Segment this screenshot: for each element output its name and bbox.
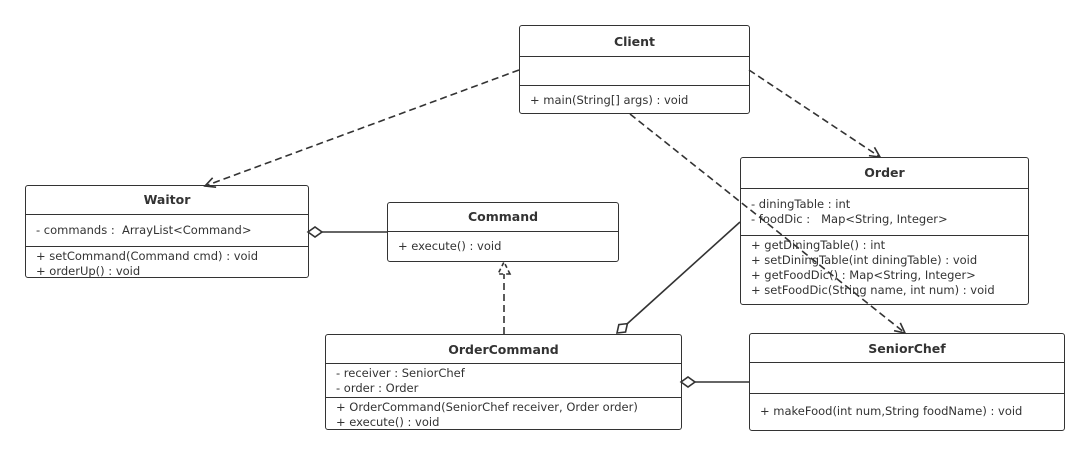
method: + setCommand(Command cmd) : void bbox=[36, 249, 259, 263]
class-name: Order bbox=[741, 158, 1028, 189]
methods-compartment: + getDiningTable() : int+ setDiningTable… bbox=[741, 234, 1028, 304]
method: + execute() : void bbox=[336, 415, 440, 429]
class-ordercommand[interactable]: OrderCommand- receiver : SeniorChef- ord… bbox=[325, 334, 682, 430]
methods-compartment: + main(String[] args) : void bbox=[520, 84, 749, 113]
class-name: Waitor bbox=[26, 186, 308, 215]
relation-client-waitor-line bbox=[204, 69, 520, 187]
method: + OrderCommand(SeniorChef receiver, Orde… bbox=[336, 400, 638, 414]
methods-compartment: + OrderCommand(SeniorChef receiver, Orde… bbox=[326, 397, 681, 429]
methods-compartment: + execute() : void bbox=[388, 232, 618, 261]
relation-client-seniorchef-arrow-icon bbox=[893, 322, 907, 335]
attribute: - order : Order bbox=[336, 381, 419, 396]
class-waitor[interactable]: Waitor - commands : ArrayList<Command> + s… bbox=[25, 185, 309, 278]
attribute: - diningTable : int bbox=[751, 196, 851, 211]
class-name: SeniorChef bbox=[750, 334, 1064, 364]
attributes-compartment: - diningTable : int- foodDic : Map<Strin… bbox=[741, 189, 1028, 235]
relation-client-order-arrow-icon bbox=[868, 146, 882, 158]
attribute: - receiver : SeniorChef bbox=[336, 366, 465, 381]
method: + main(String[] args) : void bbox=[530, 92, 689, 107]
method: + getDiningTable() : int bbox=[751, 237, 886, 252]
class-name: OrderCommand bbox=[326, 335, 681, 365]
class-seniorchef[interactable]: SeniorChef + makeFood(int num,String food… bbox=[749, 333, 1065, 431]
relation-ordercommand-seniorchef-diamond-icon bbox=[679, 376, 697, 388]
relation-ordercommand-order-line bbox=[626, 221, 741, 325]
class-command[interactable]: Command + execute() : void bbox=[387, 202, 619, 262]
attribute: - foodDic : Map<String, Integer> bbox=[751, 211, 948, 226]
relation-ordercommand-command-triangle-icon bbox=[496, 260, 512, 275]
class-name: Command bbox=[388, 203, 618, 232]
method: + setFoodDic(String name, int num) : voi… bbox=[751, 282, 995, 297]
attributes-compartment: - receiver : SeniorChef- order : Order bbox=[326, 364, 681, 397]
relation-client-order-line bbox=[748, 69, 881, 158]
method: + execute() : void bbox=[398, 238, 502, 253]
methods-compartment: + makeFood(int num,String foodName) : vo… bbox=[750, 392, 1064, 430]
attributes-compartment bbox=[520, 57, 749, 84]
relation-waitor-command-diamond-icon bbox=[306, 226, 324, 238]
relation-ordercommand-order-diamond-icon bbox=[615, 322, 629, 334]
attributes-compartment bbox=[750, 363, 1064, 392]
attribute: - commands : ArrayList<Command> bbox=[36, 222, 252, 237]
method: + orderUp() : void bbox=[36, 264, 141, 278]
class-client[interactable]: Client + main(String[] args) : void bbox=[519, 25, 750, 114]
methods-compartment: + setCommand(Command cmd) : void+ orderU… bbox=[26, 246, 308, 277]
class-name: Client bbox=[520, 26, 749, 58]
method: + getFoodDic() : Map<String, Integer> bbox=[751, 267, 976, 282]
attributes-compartment: - commands : ArrayList<Command> bbox=[26, 215, 308, 246]
method: + setDiningTable(int diningTable) : void bbox=[751, 252, 978, 267]
class-order[interactable]: Order- diningTable : int- foodDic : Map<… bbox=[740, 157, 1029, 305]
method: + makeFood(int num,String foodName) : vo… bbox=[760, 403, 1023, 418]
